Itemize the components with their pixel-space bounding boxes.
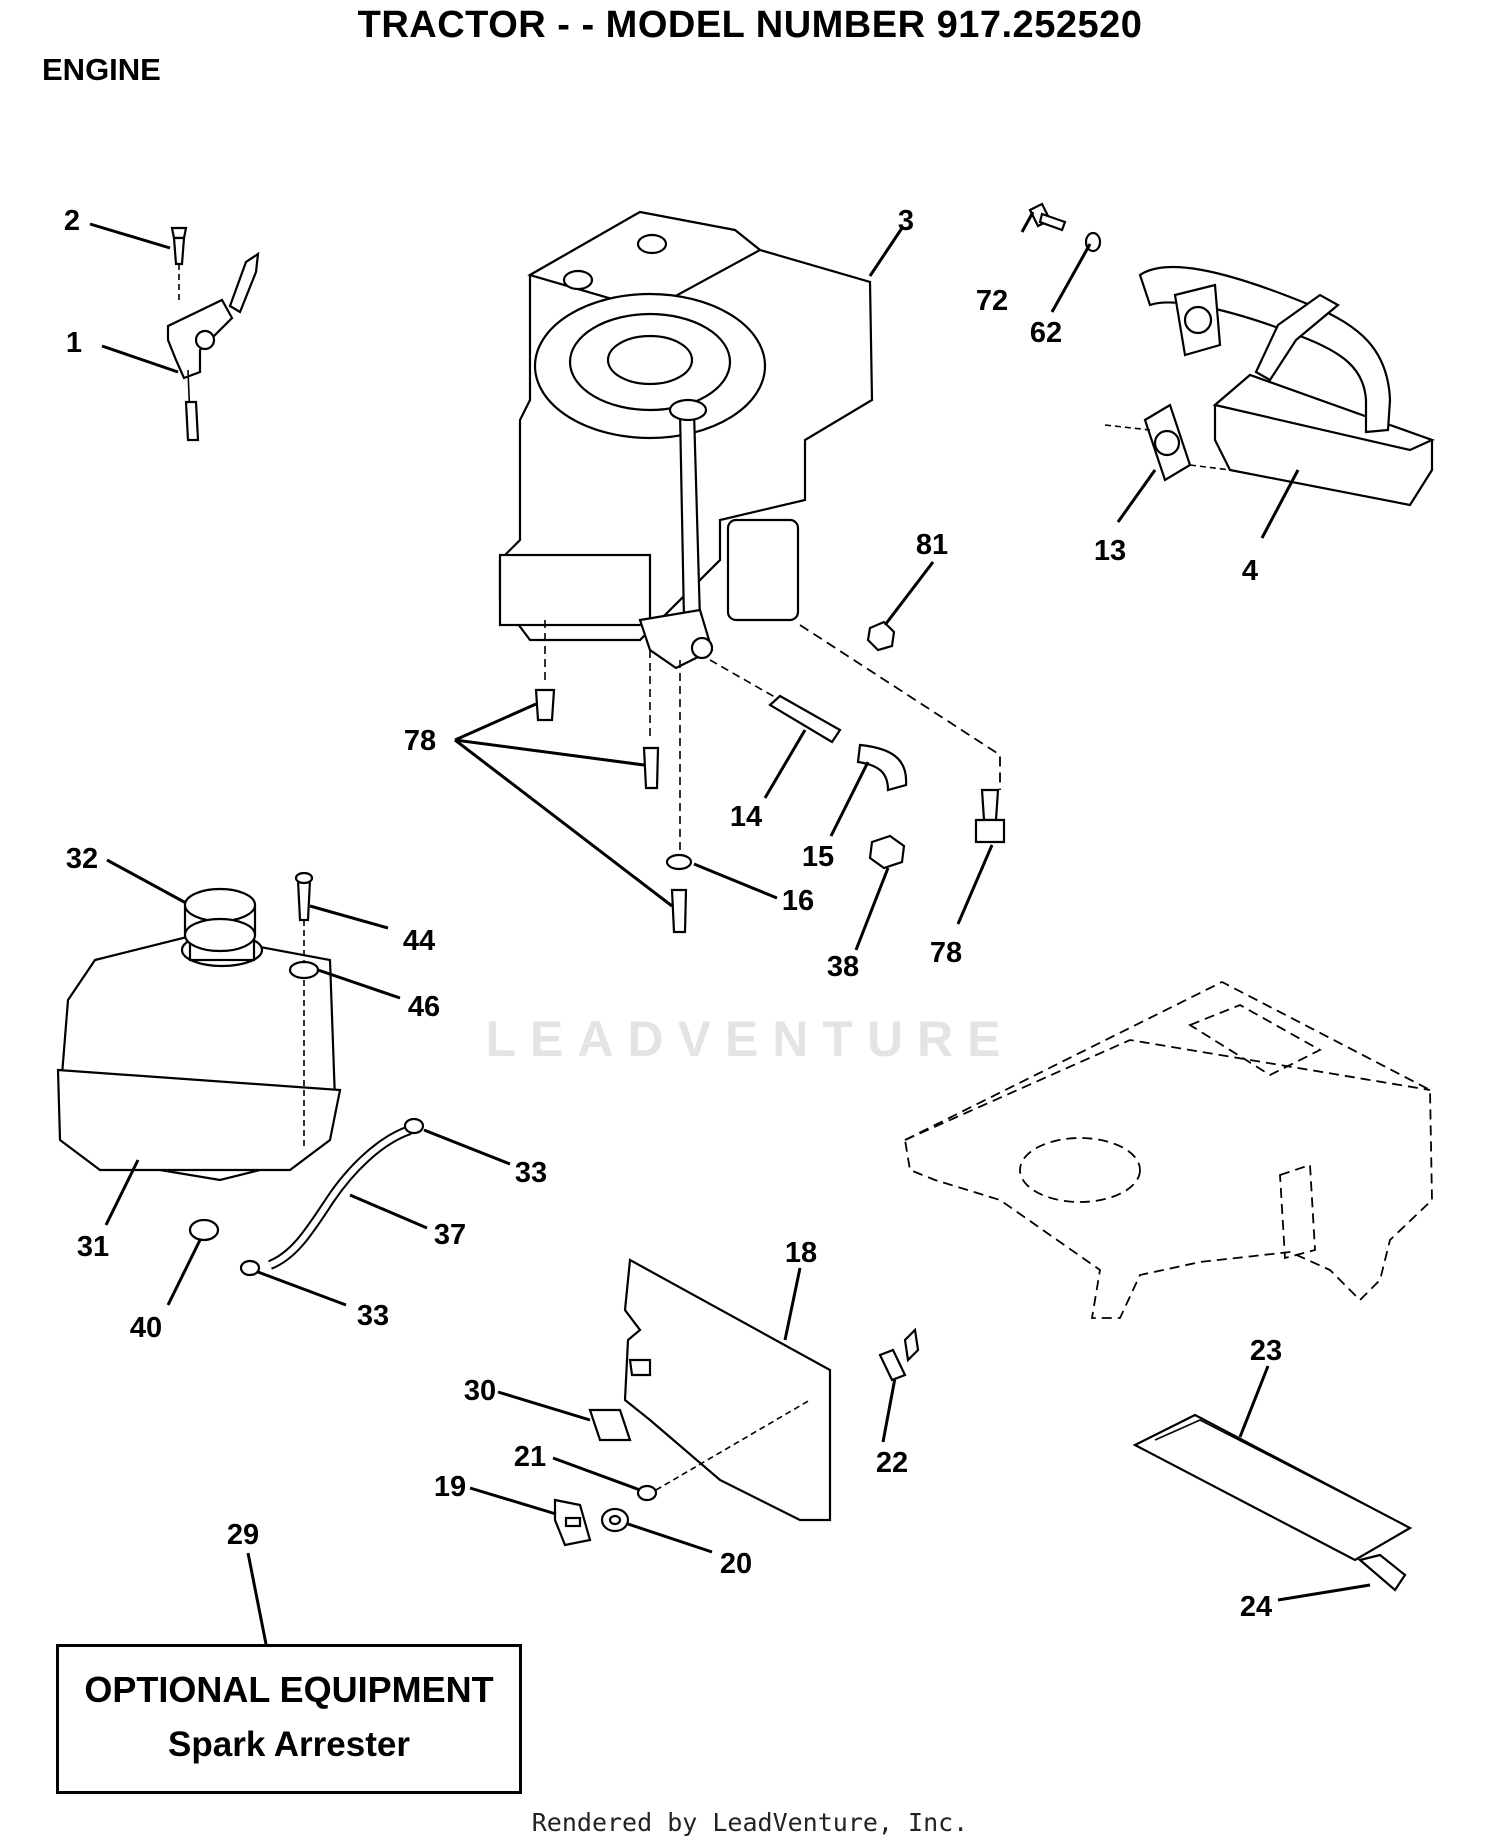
engine-bolt[interactable] (534, 688, 1006, 934)
callout-4: 4 (1242, 555, 1258, 587)
skid-plate[interactable] (1132, 1413, 1413, 1562)
fuel-cap[interactable] (183, 887, 257, 953)
section-title: ENGINE (42, 52, 161, 87)
callout-16: 16 (782, 885, 814, 917)
shield-bracket[interactable] (553, 1498, 592, 1547)
wing-screw[interactable] (878, 1327, 920, 1382)
callout-13: 13 (1094, 535, 1126, 567)
leader-lines (89, 211, 1371, 1645)
drain-plug[interactable] (868, 834, 906, 870)
callout-3: 3 (898, 205, 914, 237)
callout-30: 30 (464, 1375, 496, 1407)
callout-37: 37 (434, 1219, 466, 1251)
callout-81: 81 (916, 529, 948, 561)
callout-2: 2 (64, 205, 80, 237)
throttle-control[interactable] (166, 226, 260, 442)
optional-equipment-item: Spark Arrester (168, 1725, 410, 1764)
callout-20: 20 (720, 1548, 752, 1580)
callout-24: 24 (1240, 1591, 1272, 1623)
callout-1: 1 (66, 327, 82, 359)
callout-23: 23 (1250, 1335, 1282, 1367)
callout-78b: 78 (930, 937, 962, 969)
muffler-bolt[interactable] (1028, 202, 1102, 253)
tank-washer[interactable] (288, 960, 320, 980)
flat-washer[interactable] (600, 1507, 630, 1533)
tank-screw[interactable] (294, 871, 314, 1150)
callout-32: 32 (66, 843, 98, 875)
callout-44: 44 (403, 925, 435, 957)
engine-assembly[interactable] (498, 210, 1001, 860)
grommet[interactable] (188, 1218, 220, 1242)
callout-14: 14 (730, 801, 762, 833)
tractor-frame (904, 980, 1433, 1319)
callout-72: 72 (976, 285, 1008, 317)
callout-18: 18 (785, 1237, 817, 1269)
page-title: TRACTOR - - MODEL NUMBER 917.252520 (357, 4, 1143, 46)
oil-drain-pipe[interactable] (768, 694, 842, 744)
callout-31: 31 (77, 1231, 109, 1263)
callout-46: 46 (408, 991, 440, 1023)
lock-washer[interactable] (665, 853, 693, 871)
footer-credit: Rendered by LeadVenture, Inc. (531, 1808, 969, 1837)
small-washer[interactable] (636, 1399, 811, 1502)
heat-shield[interactable] (623, 1258, 832, 1522)
callout-labels: 1 2 3 4 13 14 15 16 18 19 20 21 22 23 24… (64, 205, 1282, 1623)
callout-19: 19 (434, 1471, 466, 1503)
muffler[interactable] (1138, 265, 1435, 507)
callout-78a: 78 (404, 725, 436, 757)
callout-22: 22 (876, 1447, 908, 1479)
callout-29: 29 (227, 1519, 259, 1551)
optional-equipment-title: OPTIONAL EQUIPMENT (84, 1669, 494, 1710)
exhaust-gasket[interactable] (1104, 403, 1231, 482)
optional-equipment-box: OPTIONAL EQUIPMENT Spark Arrester (56, 1644, 522, 1794)
hose-clamp[interactable] (239, 1117, 425, 1277)
shield-clip[interactable] (588, 1408, 632, 1442)
skid-plate-bolt[interactable] (1357, 1553, 1407, 1592)
callout-15: 15 (802, 841, 834, 873)
callout-33b: 33 (357, 1300, 389, 1332)
callout-62: 62 (1030, 317, 1062, 349)
watermark: LEADVENTURE (485, 1011, 1015, 1067)
callout-38: 38 (827, 951, 859, 983)
callout-21: 21 (514, 1441, 546, 1473)
callout-40: 40 (130, 1312, 162, 1344)
oil-drain-elbow[interactable] (856, 743, 908, 792)
fuel-tank[interactable] (56, 932, 342, 1182)
fuel-line[interactable] (267, 1125, 412, 1270)
nut-81[interactable] (866, 620, 896, 652)
callout-33a: 33 (515, 1157, 547, 1189)
